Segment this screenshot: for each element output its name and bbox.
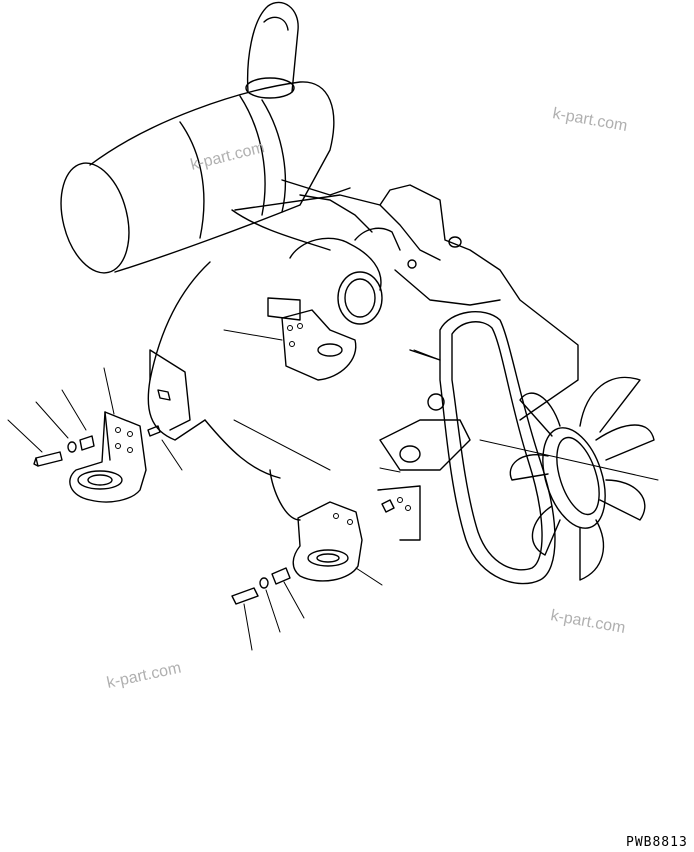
lower-mount-bracket [292, 501, 363, 582]
fan-belt [439, 311, 556, 585]
watermark-text: k-part.com [551, 105, 628, 135]
watermark-text: k-part.com [549, 607, 626, 637]
cooling-fan [509, 376, 655, 581]
lower-bolt-set [231, 499, 395, 605]
drawing-code: PWB8813 [626, 835, 688, 850]
engine-block [231, 184, 579, 421]
front-cover [377, 393, 471, 541]
watermark-text: k-part.com [189, 139, 266, 174]
left-mount-bracket [69, 411, 147, 503]
watermark-text: k-part.com [105, 660, 182, 692]
exhaust-pipe [245, 1, 299, 99]
flywheel-housing [147, 261, 301, 521]
left-bolt-set [33, 425, 161, 467]
upper-mount-bracket [281, 309, 357, 381]
muffler [60, 81, 351, 274]
leader-lines [7, 329, 659, 651]
